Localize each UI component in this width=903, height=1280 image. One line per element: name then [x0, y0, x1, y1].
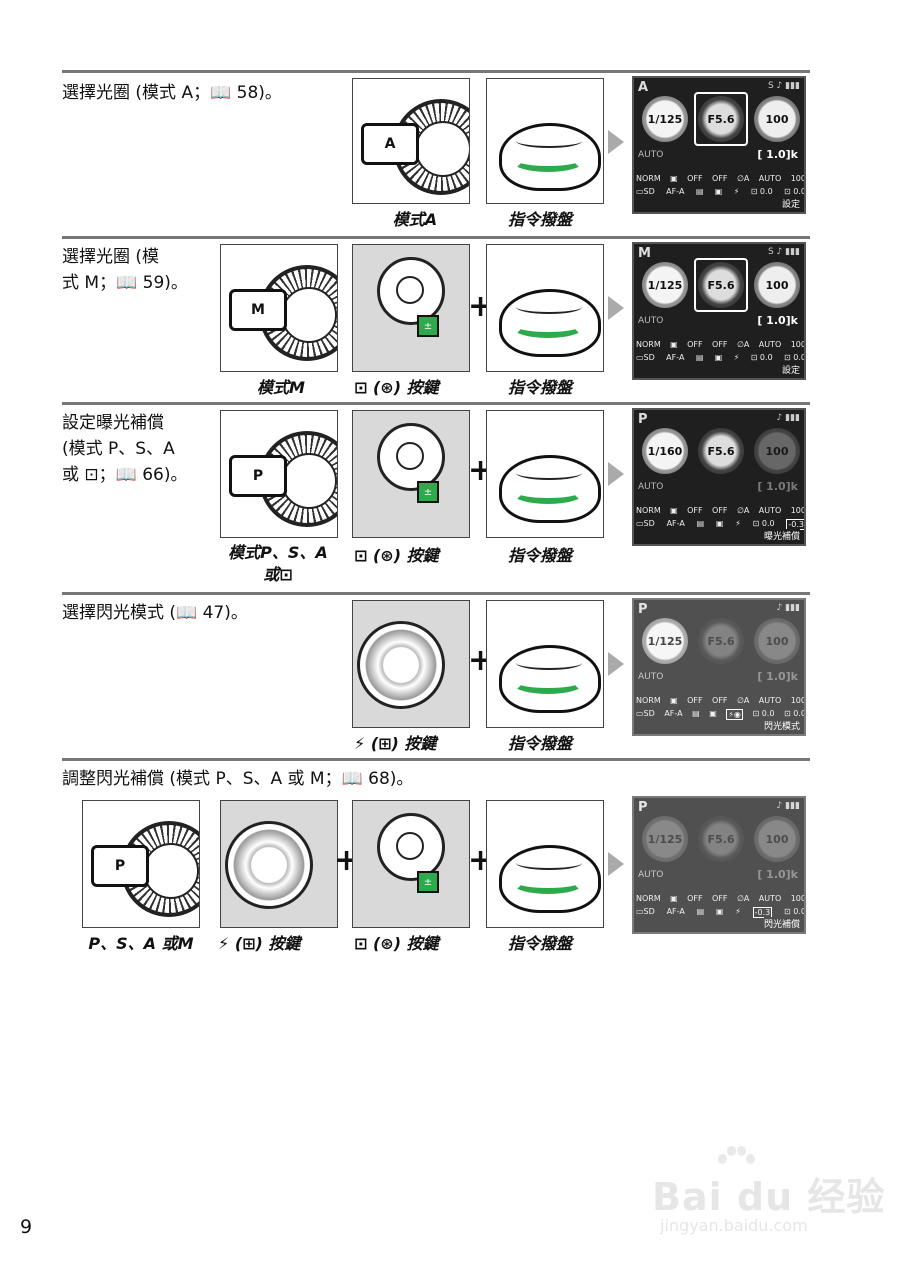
- mode-dial-illustration: P: [220, 410, 338, 538]
- caption-command-dial: 指令撥盤: [508, 378, 573, 397]
- command-dial-illustration: [486, 410, 604, 538]
- section-divider: [62, 758, 810, 761]
- lcd-screen: M S ♪ ▮▮▮ 1/125 F5.6 100 AUTO [ 1.0]k NO…: [632, 242, 806, 380]
- lcd-screen: A S ♪ ▮▮▮ 1/125 F5.6 100 AUTO [ 1.0]k NO…: [632, 76, 806, 214]
- exposure-button-illustration: ±: [352, 800, 470, 928]
- arrow-right-icon: [608, 462, 624, 486]
- flash-icon: ⚡: [354, 734, 371, 753]
- exposure-compensation-icon: ±: [417, 481, 439, 503]
- lcd-screen: P ♪ ▮▮▮ 1/125 F5.6 100 AUTO [ 1.0]k NORM…: [632, 796, 806, 934]
- exposure-compensation-icon: ⊡: [354, 934, 373, 953]
- caption-mode: 模式M: [257, 378, 305, 397]
- baidu-paw-logo-icon: [718, 1146, 755, 1174]
- section-divider: [62, 402, 810, 405]
- battery-icon: ♪ ▮▮▮: [776, 801, 800, 811]
- arrow-right-icon: [608, 130, 624, 154]
- caption-mode: 模式A: [392, 210, 438, 229]
- mode-dial-illustration: A: [352, 78, 470, 204]
- exposure-compensation-icon: ±: [417, 315, 439, 337]
- caption-button: ⊡ (⊛) 按鍵: [354, 546, 439, 565]
- highlighted-value: -0.3: [752, 907, 773, 918]
- battery-icon: S ♪ ▮▮▮: [767, 247, 800, 257]
- caption-button: ⊡ (⊛) 按鍵: [354, 378, 439, 397]
- caption-mode: P、S、A 或M: [88, 934, 194, 953]
- section-description: 選擇光圈 (模式 A；📖 58)。: [62, 83, 282, 103]
- exposure-compensation-icon: ±: [417, 871, 439, 893]
- lcd-screen: P ♪ ▮▮▮ 1/160 F5.6 100 AUTO [ 1.0]k NORM…: [632, 408, 806, 546]
- command-dial-illustration: [486, 800, 604, 928]
- selection-highlight: [694, 258, 748, 312]
- section-description: 選擇光圈 (模 式 M；📖 59)。: [62, 247, 188, 293]
- command-dial-illustration: [486, 244, 604, 372]
- page-number: 9: [20, 1216, 33, 1238]
- watermark-url: jingyan.baidu.com: [660, 1216, 808, 1235]
- section-description: 調整閃光補償 (模式 P、S、A 或 M；📖 68)。: [62, 769, 414, 789]
- caption-command-dial: 指令撥盤: [508, 210, 573, 229]
- battery-icon: S ♪ ▮▮▮: [767, 81, 800, 91]
- arrow-right-icon: [608, 652, 624, 676]
- caption-button: ⚡ (⊞) 按鍵: [354, 734, 437, 753]
- caption-command-dial: 指令撥盤: [508, 934, 573, 953]
- command-dial-illustration: [486, 78, 604, 204]
- arrow-right-icon: [608, 296, 624, 320]
- mode-dial-illustration: P: [82, 800, 200, 928]
- lcd-screen: P ♪ ▮▮▮ 1/125 F5.6 100 AUTO [ 1.0]k NORM…: [632, 598, 806, 736]
- section-divider: [62, 592, 810, 595]
- watermark-logo: Bai du 经验: [652, 1175, 886, 1219]
- mode-dial-illustration: M: [220, 244, 338, 372]
- caption-button: ⚡ (⊞) 按鍵: [218, 934, 301, 953]
- exposure-compensation-icon: ⊡: [354, 378, 373, 397]
- flash-icon: ⚡: [218, 934, 235, 953]
- exposure-button-illustration: ±: [352, 410, 470, 538]
- arrow-right-icon: [608, 852, 624, 876]
- caption-command-dial: 指令撥盤: [508, 734, 573, 753]
- caption-command-dial: 指令撥盤: [508, 546, 573, 565]
- exposure-button-illustration: ±: [352, 244, 470, 372]
- section-description: 選擇閃光模式 (📖 47)。: [62, 603, 248, 623]
- caption-mode: 模式P、S、A 或⊡: [228, 543, 328, 584]
- battery-icon: ♪ ▮▮▮: [776, 413, 800, 423]
- section-divider: [62, 70, 810, 73]
- selection-highlight: [694, 92, 748, 146]
- section-description: 設定曝光補償 (模式 P、S、A 或 ⊡；📖 66)。: [62, 413, 188, 485]
- caption-button: ⊡ (⊛) 按鍵: [354, 934, 439, 953]
- command-dial-illustration: [486, 600, 604, 728]
- highlighted-value: ⚡◉: [726, 709, 743, 720]
- flash-button-illustration: [352, 600, 470, 728]
- flash-button-illustration: [220, 800, 338, 928]
- battery-icon: ♪ ▮▮▮: [776, 603, 800, 613]
- section-divider: [62, 236, 810, 239]
- exposure-compensation-icon: ⊡: [354, 546, 373, 565]
